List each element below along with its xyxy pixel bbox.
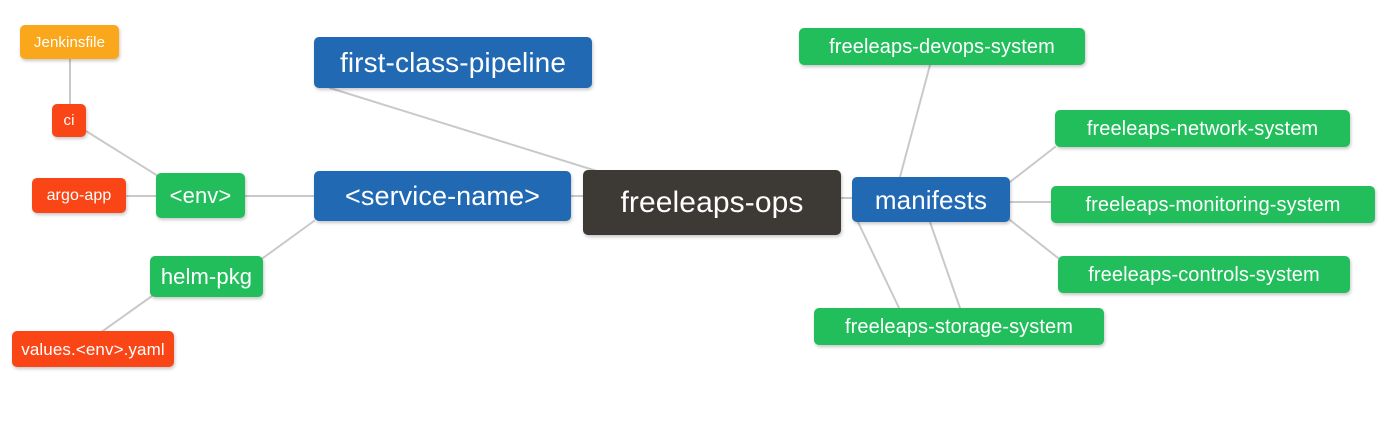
- edge-freeleaps-controls-system-to-manifests: [1009, 219, 1059, 259]
- node-freeleaps-controls-system[interactable]: freeleaps-controls-system: [1058, 256, 1350, 293]
- node-label: freeleaps-monitoring-system: [1085, 193, 1341, 216]
- node-service-name[interactable]: <service-name>: [314, 171, 571, 221]
- node-label: Jenkinsfile: [33, 33, 106, 51]
- node-manifests[interactable]: manifests: [852, 177, 1010, 222]
- node-label: <service-name>: [345, 180, 540, 211]
- node-freeleaps-storage-system[interactable]: freeleaps-storage-system: [814, 308, 1104, 345]
- node-label: helm-pkg: [160, 263, 253, 289]
- node-label: manifests: [874, 184, 988, 215]
- edge-freeleaps-storage-system-to-manifests: [929, 221, 961, 309]
- node-label: freeleaps-devops-system: [829, 35, 1055, 58]
- node-values-yaml[interactable]: values.<env>.yaml: [12, 331, 174, 367]
- node-label: first-class-pipeline: [339, 46, 567, 78]
- node-label: <env>: [169, 182, 232, 208]
- node-label: freeleaps-ops: [620, 185, 804, 219]
- node-freeleaps-devops-system[interactable]: freeleaps-devops-system: [799, 28, 1085, 65]
- node-jenkinsfile[interactable]: Jenkinsfile: [20, 25, 119, 59]
- edge-service-name-to-helm-pkg: [262, 220, 315, 259]
- node-freeleaps-ops[interactable]: freeleaps-ops: [583, 170, 841, 235]
- node-label: argo-app: [46, 186, 112, 204]
- edge-helm-pkg-to-values-yaml: [99, 295, 153, 334]
- node-env[interactable]: <env>: [156, 173, 245, 218]
- edge-freeleaps-devops-system-to-manifests: [899, 64, 931, 178]
- node-ci[interactable]: ci: [52, 104, 86, 137]
- node-label: freeleaps-network-system: [1086, 117, 1319, 140]
- node-freeleaps-network-system[interactable]: freeleaps-network-system: [1055, 110, 1350, 147]
- node-label: ci: [63, 112, 75, 129]
- node-label: values.<env>.yaml: [21, 339, 165, 359]
- edge-ci-to-env: [85, 130, 159, 177]
- edge-first-class-pipeline-to-freeleaps-ops: [329, 87, 601, 173]
- edge-freeleaps-network-system-to-manifests: [1009, 146, 1056, 183]
- node-label: freeleaps-storage-system: [844, 315, 1074, 338]
- edge-freeleaps-storage-system-to-manifests-left: [857, 221, 901, 311]
- node-freeleaps-monitoring-system[interactable]: freeleaps-monitoring-system: [1051, 186, 1375, 223]
- node-label: freeleaps-controls-system: [1088, 263, 1320, 286]
- node-argo-app[interactable]: argo-app: [32, 178, 126, 213]
- node-first-class-pipeline[interactable]: first-class-pipeline: [314, 37, 592, 88]
- node-helm-pkg[interactable]: helm-pkg: [150, 256, 263, 297]
